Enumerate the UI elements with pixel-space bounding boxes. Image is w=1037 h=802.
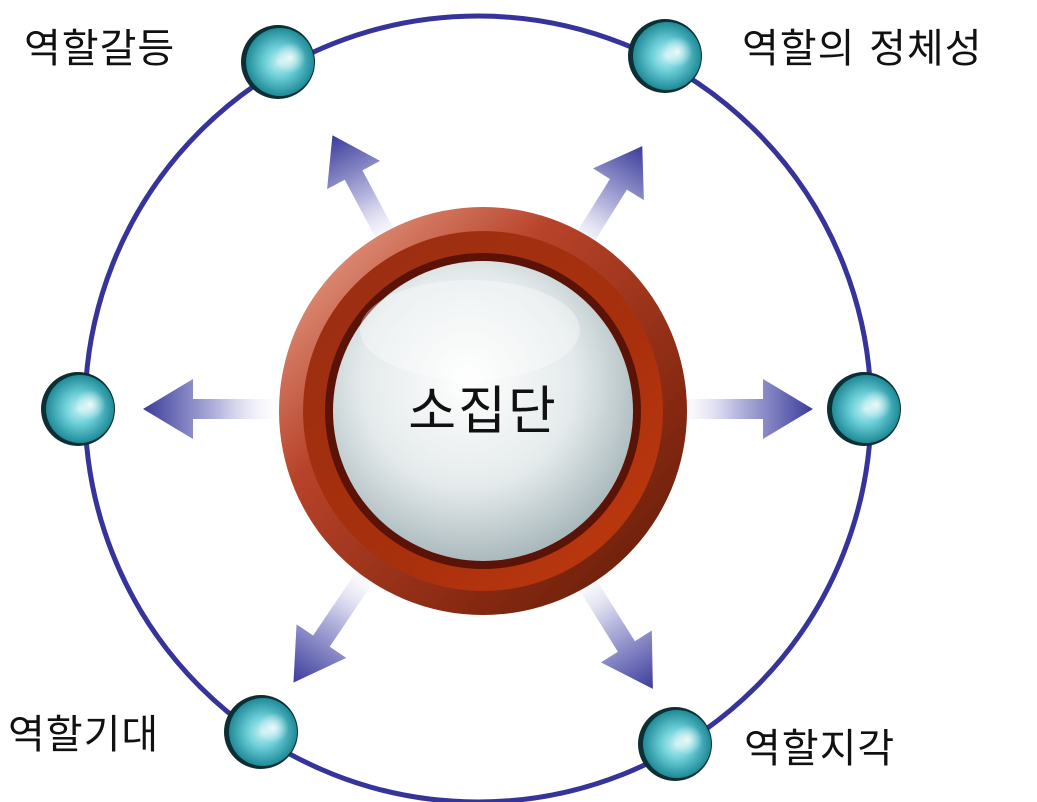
arrow-right <box>673 379 813 439</box>
label-role-perception: 역할지각 <box>744 725 895 773</box>
arrow-left <box>143 379 283 439</box>
label-role-conflict: 역할갈등 <box>24 25 175 73</box>
node-right <box>827 372 901 446</box>
center-label: 소집단 <box>330 372 636 452</box>
node-top-left <box>241 25 315 99</box>
label-role-expectation: 역할기대 <box>8 711 159 759</box>
node-bottom-right <box>638 707 712 781</box>
node-top-right <box>628 19 702 93</box>
node-left <box>41 372 115 446</box>
label-role-identity: 역할의 정체성 <box>742 25 983 73</box>
node-bottom-left <box>224 695 298 769</box>
